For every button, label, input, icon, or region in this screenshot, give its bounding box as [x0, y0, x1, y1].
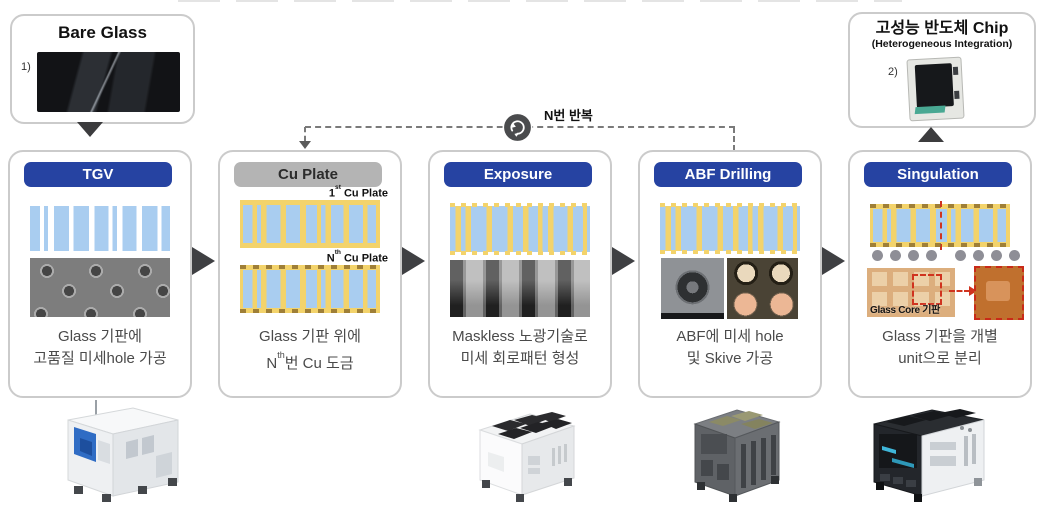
loop-dashed-line-right — [733, 127, 735, 151]
chip-notch — [954, 90, 960, 100]
down-arrow-icon — [77, 122, 103, 137]
step-header-tgv: TGV — [24, 162, 172, 187]
refresh-circular-arrows-icon — [502, 112, 533, 143]
flow-arrow-right-icon — [822, 247, 845, 275]
step-card-exposure: Exposure Maskless 노광기술로 미세 회로패턴 형성 — [428, 150, 612, 398]
bare-glass-box: Bare Glass 1) — [10, 14, 195, 124]
loop-dashed-line-left — [304, 127, 306, 141]
dicing-line — [940, 201, 942, 250]
desc-line: 고품질 미세hole 가공 — [33, 350, 167, 367]
step-header-exposure: Exposure — [444, 162, 592, 187]
flow-arrow-right-icon — [402, 247, 425, 275]
abf-pattern-illustration — [660, 203, 800, 254]
desc-line: Glass 기판을 개별 — [882, 328, 998, 345]
singulated-unit-photo — [974, 266, 1024, 320]
first-cu-plate-illustration — [240, 200, 380, 248]
step-header-singulation: Singulation — [864, 162, 1012, 187]
desc-line: ABF에 미세 hole — [676, 328, 784, 345]
desc-line: Glass 기판에 — [58, 328, 142, 345]
solder-ball-group — [872, 250, 937, 261]
chip-photo — [906, 56, 965, 122]
desc-line: 미세 회로패턴 형성 — [460, 350, 580, 367]
chip-result-box: 고성능 반도체 Chip (Heterogeneous Integration)… — [848, 12, 1036, 128]
chip-subtitle: (Heterogeneous Integration) — [871, 38, 1013, 50]
solder-balls-row — [872, 250, 1020, 261]
exposure-machine-photo — [452, 400, 592, 510]
chip-die — [914, 63, 954, 108]
unit-highlight-box — [912, 274, 942, 305]
tgv-hole-sem-photo — [30, 258, 170, 317]
flow-arrow-right-icon — [192, 247, 215, 275]
abf-skive-photo — [727, 258, 798, 319]
step-description: ABF에 미세 hole 및 Skive 가공 — [640, 326, 820, 370]
singulation-pattern-illustration — [870, 201, 1010, 250]
step-description: Maskless 노광기술로 미세 회로패턴 형성 — [430, 326, 610, 370]
tgv-glass-via-illustration — [30, 206, 170, 251]
step-card-singulation: Singulation Glass Core 기판 Glass 기판을 개별 u… — [848, 150, 1032, 398]
step-card-abf-drilling: ABF Drilling ABF에 미세 hole 및 Skive 가공 — [638, 150, 822, 398]
desc-line: unit으로 분리 — [898, 350, 982, 367]
cu-pattern — [240, 205, 380, 243]
zoom-arrow-icon — [949, 286, 977, 296]
abf-drilling-machine-photo — [675, 398, 795, 510]
step-header-cu-plate: Cu Plate — [234, 162, 382, 187]
up-arrow-icon — [918, 127, 944, 142]
exposure-circuit-sem-photo — [450, 260, 590, 317]
solder-ball-group — [955, 250, 1020, 261]
desc-line: 및 Skive 가공 — [686, 350, 774, 367]
desc-line: Nth번 Cu 도금 — [266, 349, 354, 372]
desc-line: Maskless 노광기술로 — [452, 328, 588, 345]
loop-arrowhead — [299, 141, 311, 149]
exposure-pattern-illustration — [450, 203, 590, 255]
first-cu-plate-label: 1st Cu Plate — [328, 184, 388, 200]
chip-notch — [952, 66, 959, 76]
glass-core-label: Glass Core 기판 — [870, 305, 941, 316]
cu-pattern — [240, 270, 380, 308]
footnote-1: 1) — [21, 61, 31, 73]
step-description: Glass 기판에 고품질 미세hole 가공 — [10, 326, 190, 370]
chip-title: 고성능 반도체 Chip — [875, 20, 1009, 37]
nth-cu-plate-illustration — [240, 265, 380, 313]
flow-arrow-right-icon — [612, 247, 635, 275]
step-card-tgv: TGV Glass 기판에 고품질 미세hole 가공 — [8, 150, 192, 398]
abf-hole-sem-photo — [661, 258, 724, 319]
footnote-2: 2) — [888, 66, 898, 78]
bare-glass-photo — [37, 52, 180, 112]
nth-cu-plate-label: Nth Cu Plate — [326, 249, 388, 265]
step-header-abf-drilling: ABF Drilling — [654, 162, 802, 187]
bare-glass-title: Bare Glass — [58, 23, 147, 42]
step-description: Glass 기판 위에 Nth번 Cu 도금 — [220, 326, 400, 375]
step-description: Glass 기판을 개별 unit으로 분리 — [850, 326, 1030, 370]
tgv-machine-photo — [38, 398, 188, 510]
step-card-cu-plate: Cu Plate 1st Cu Plate Nth Cu Plate Glass… — [218, 150, 402, 398]
loop-label: N번 반복 — [544, 108, 593, 123]
glass-core-panel-photo: Glass Core 기판 — [867, 268, 955, 317]
cropped-top-line — [178, 0, 902, 2]
desc-line: Glass 기판 위에 — [259, 328, 361, 345]
singulation-machine-photo — [852, 398, 1002, 510]
